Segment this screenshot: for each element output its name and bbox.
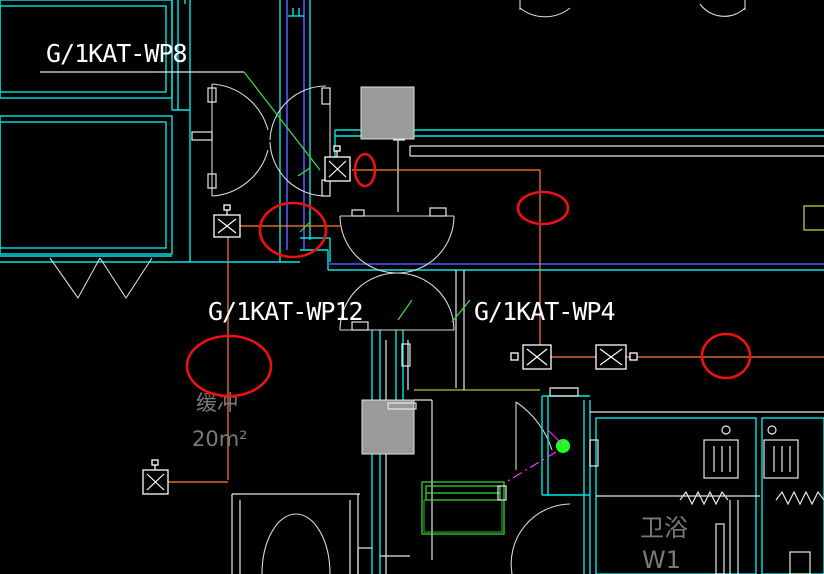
leader-lines [40, 71, 471, 323]
damper-wp12[interactable] [213, 204, 241, 238]
left-room-walls [0, 0, 300, 263]
markup-circle-4[interactable] [185, 334, 273, 398]
damper-wp8[interactable] [324, 145, 351, 182]
label-wp12: G/1KAT-WP12 [208, 297, 363, 326]
fan-coil-unit[interactable] [421, 481, 507, 535]
corridor-walls [329, 129, 824, 262]
bath-walls [541, 387, 824, 574]
central-shaft-walls [279, 0, 824, 271]
piping-orange [168, 169, 824, 483]
label-wp8: G/1KAT-WP8 [46, 39, 187, 68]
room-bath-name: 卫浴 [640, 514, 688, 542]
door-swings [49, 0, 746, 574]
markup-circle-2[interactable] [258, 201, 328, 259]
aux-yellow-lines [414, 205, 824, 391]
markup-circle-1[interactable] [353, 152, 377, 188]
damper-lower-left[interactable] [142, 459, 169, 495]
room-buffer-area: 20m² [192, 427, 248, 451]
room-bath-code: W1 [642, 546, 681, 574]
damper-wp4-b[interactable] [595, 344, 638, 370]
structural-columns [360, 86, 433, 560]
markup-circles[interactable] [185, 152, 752, 398]
markup-circle-5[interactable] [700, 332, 752, 380]
sensor-dot[interactable] [505, 429, 570, 483]
damper-wp4-a[interactable] [510, 344, 552, 370]
label-wp4: G/1KAT-WP4 [474, 297, 615, 326]
markup-circle-3[interactable] [516, 190, 570, 226]
